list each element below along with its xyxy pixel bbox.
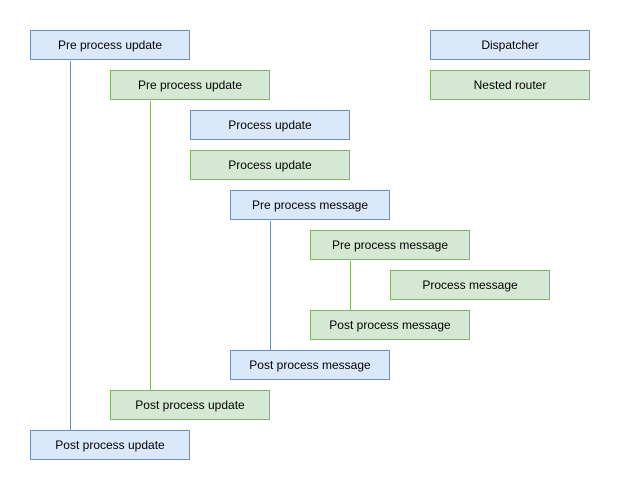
node-post-process-update-nested-router: Post process update — [110, 390, 270, 420]
node-pre-process-update-dispatcher: Pre process update — [30, 30, 190, 60]
connector-dispatcher-message-line — [270, 221, 271, 350]
connector-nested-router-update-line — [150, 101, 151, 390]
legend-nested-router: Nested router — [430, 70, 590, 100]
node-process-update-nested-router: Process update — [190, 150, 350, 180]
connector-dispatcher-update-line — [70, 61, 71, 430]
node-pre-process-message-nested-router: Pre process message — [310, 230, 470, 260]
node-post-process-message-dispatcher: Post process message — [230, 350, 390, 380]
node-process-update-dispatcher: Process update — [190, 110, 350, 140]
connector-nested-router-message-line — [350, 261, 351, 310]
node-post-process-message-nested-router: Post process message — [310, 310, 470, 340]
node-pre-process-message-dispatcher: Pre process message — [230, 190, 390, 220]
node-post-process-update-dispatcher: Post process update — [30, 430, 190, 460]
node-process-message-nested-router: Process message — [390, 270, 550, 300]
legend-dispatcher: Dispatcher — [430, 30, 590, 60]
node-pre-process-update-nested-router: Pre process update — [110, 70, 270, 100]
